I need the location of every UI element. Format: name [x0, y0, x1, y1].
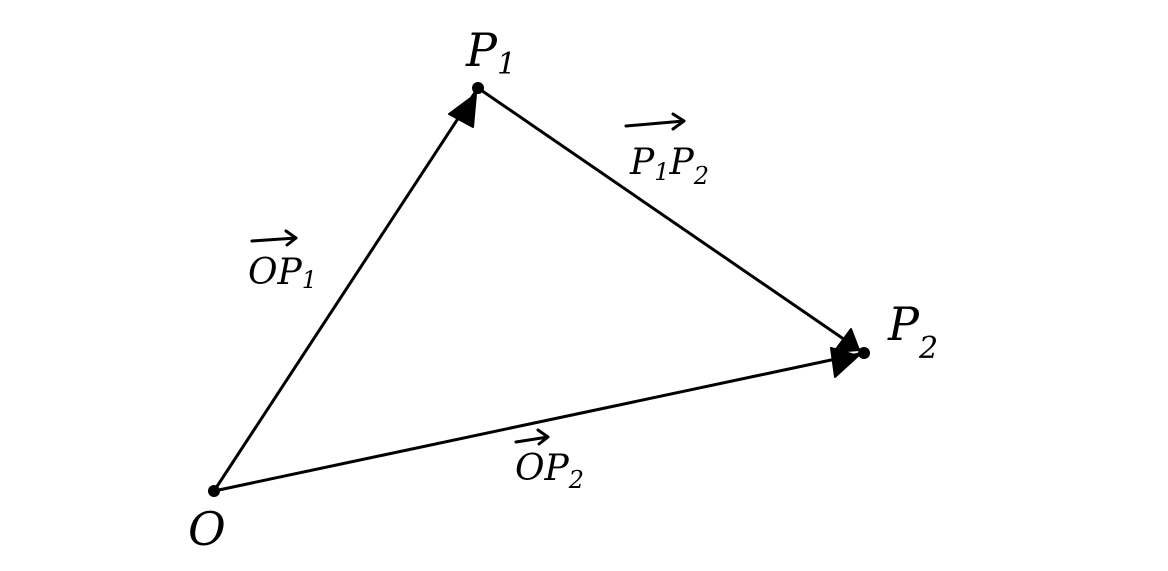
p1p2-label: P1P2: [629, 142, 709, 190]
p2-label: P2: [887, 297, 938, 366]
op2-over-arrow: [514, 428, 550, 446]
op1-over-arrow: [250, 229, 298, 247]
p1-dot: [472, 82, 484, 94]
edge-p1-to-p2: [476, 86, 866, 355]
arrowhead-p1p2: [833, 328, 860, 353]
edge-o-to-p1: [212, 86, 480, 493]
origin-label: O: [188, 502, 226, 556]
p2-dot: [858, 347, 870, 359]
op1-label: OP1: [248, 252, 317, 294]
arrowhead-op2: [830, 347, 859, 378]
edge-o-to-p2: [212, 351, 866, 493]
origin-dot: [208, 485, 220, 497]
p1-label: P1: [465, 23, 516, 82]
p1p2-over-arrow: [624, 112, 686, 131]
op2-label: OP2: [515, 448, 584, 494]
arrowhead-op1: [448, 93, 477, 128]
